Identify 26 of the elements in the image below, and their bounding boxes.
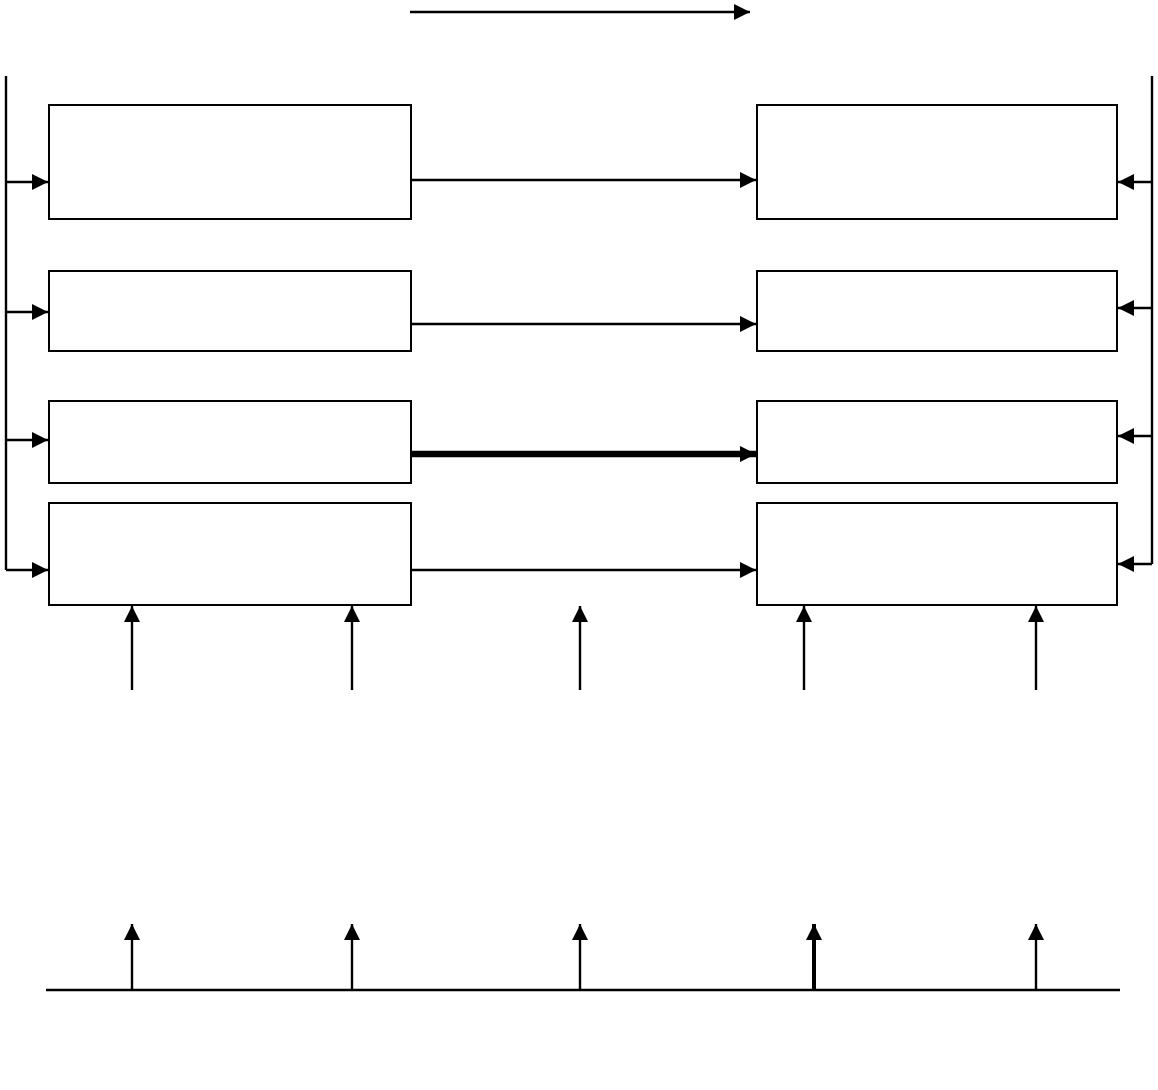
empty-box bbox=[48, 502, 412, 606]
arrow bbox=[1118, 300, 1152, 316]
empty-box bbox=[756, 104, 1118, 220]
empty-box bbox=[48, 270, 412, 352]
arrow bbox=[412, 316, 756, 332]
arrow bbox=[1118, 174, 1152, 190]
arrow bbox=[1118, 428, 1152, 444]
arrow bbox=[412, 172, 756, 188]
arrow bbox=[6, 304, 48, 320]
arrow bbox=[124, 606, 140, 690]
arrow bbox=[1028, 606, 1044, 690]
arrow bbox=[1118, 556, 1152, 572]
empty-box bbox=[48, 104, 412, 220]
empty-box bbox=[48, 400, 412, 484]
bus-line bbox=[1150, 76, 1154, 564]
bus-line bbox=[4, 76, 8, 570]
empty-box bbox=[756, 502, 1118, 606]
arrow bbox=[6, 562, 48, 578]
arrow bbox=[412, 562, 756, 578]
arrow bbox=[344, 606, 360, 690]
arrow bbox=[796, 606, 812, 690]
empty-box bbox=[756, 400, 1118, 484]
arrow bbox=[6, 432, 48, 448]
arrow bbox=[6, 174, 48, 190]
arrow bbox=[412, 446, 756, 462]
empty-box bbox=[756, 270, 1118, 352]
